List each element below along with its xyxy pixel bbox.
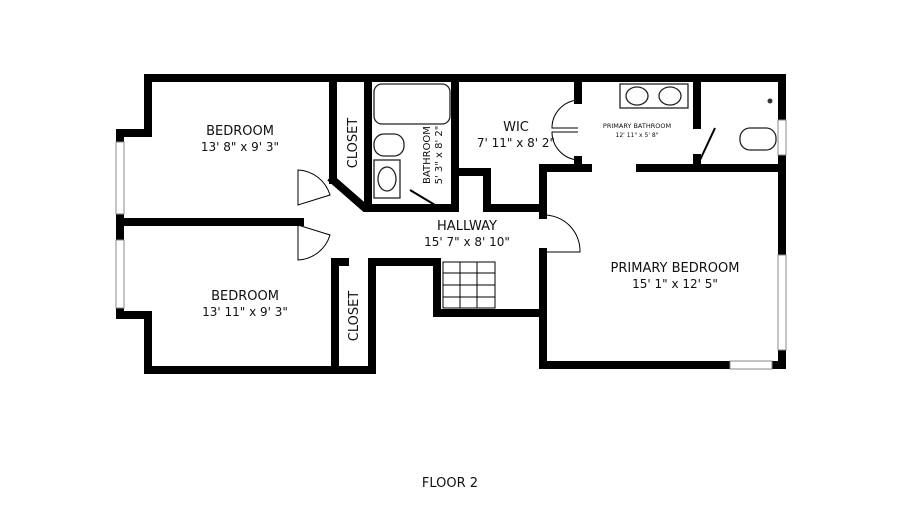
toilet-icon: [373, 133, 405, 157]
room-name: CLOSET: [347, 291, 362, 342]
room-dims: 12' 11" x 5' 8": [616, 132, 659, 139]
room-name: BEDROOM: [206, 124, 274, 139]
room-name: PRIMARY BATHROOM: [603, 122, 671, 130]
walls: [116, 74, 786, 374]
bathtub-icon: [373, 83, 451, 125]
room-name: PRIMARY BEDROOM: [611, 261, 740, 276]
room-name: BATHROOM: [422, 126, 433, 184]
faucet-icon: [767, 98, 773, 104]
room-dims: 15' 7" x 8' 10": [424, 235, 510, 249]
room-name: WIC: [503, 120, 529, 135]
fixtures: [373, 83, 777, 309]
room-name: CLOSET: [346, 118, 361, 169]
room-dims: 7' 11" x 8' 2": [477, 136, 555, 150]
room-name: HALLWAY: [437, 219, 497, 234]
doors: [297, 99, 716, 261]
floor-label: FLOOR 2: [422, 476, 478, 491]
windows: [115, 119, 787, 370]
room-labels: BEDROOM 13' 8" x 9' 3" BEDROOM 13' 11" x…: [201, 118, 740, 342]
toilet-icon: [739, 127, 777, 151]
room-name: BEDROOM: [211, 289, 279, 304]
room-dims: 15' 1" x 12' 5": [632, 277, 718, 291]
room-dims: 13' 11" x 9' 3": [202, 305, 288, 319]
room-dims: 5' 3" x 8' 2": [434, 126, 445, 185]
room-dims: 13' 8" x 9' 3": [201, 140, 279, 154]
stairs-icon: [442, 261, 496, 309]
